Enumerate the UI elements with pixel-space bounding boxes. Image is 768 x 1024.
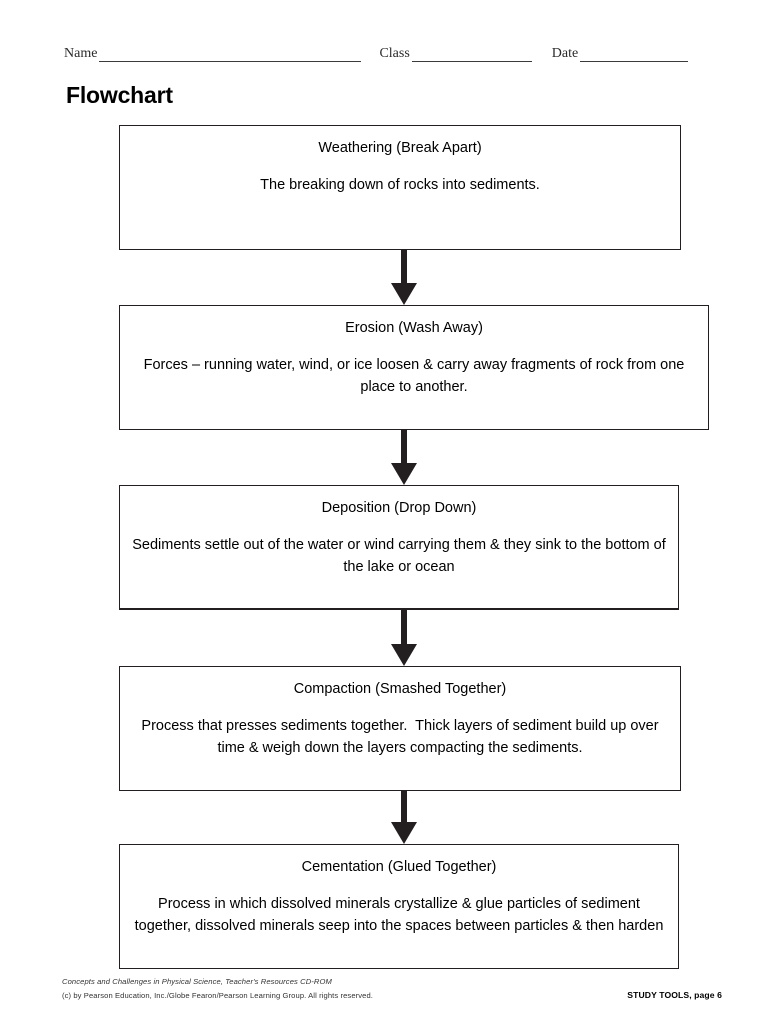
flow-node-body: Sediments settle out of the water or win…: [132, 537, 670, 575]
flow-node-title: Cementation (Glued Together): [301, 859, 497, 875]
flow-node: Compaction (Smashed Together) Process th…: [119, 666, 681, 791]
flow-node: Deposition (Drop Down) Sediments settle …: [119, 485, 679, 610]
down-arrow-icon: [391, 430, 417, 485]
arrow-shaft: [401, 430, 407, 463]
arrow-shaft: [401, 791, 407, 822]
name-label: Name: [64, 46, 98, 61]
page-footer: Concepts and Challenges in Physical Scie…: [62, 976, 722, 1002]
date-field[interactable]: Date: [551, 42, 689, 62]
flow-node-body: Forces – running water, wind, or ice loo…: [143, 357, 689, 395]
flow-node: Cementation (Glued Together) Process in …: [119, 844, 679, 969]
footer-page-label: STUDY TOOLS, page 6: [627, 990, 722, 1000]
class-field[interactable]: Class: [379, 42, 532, 62]
arrow-head: [391, 644, 417, 666]
date-label: Date: [551, 46, 579, 61]
page-title: Flowchart: [66, 82, 173, 108]
flow-node: Erosion (Wash Away) Forces – running wat…: [119, 305, 709, 430]
flow-node-title: Compaction (Smashed Together): [293, 681, 507, 697]
arrow-shaft: [401, 250, 407, 283]
name-write-line[interactable]: [99, 46, 362, 62]
down-arrow-icon: [391, 791, 417, 844]
class-write-line[interactable]: [411, 46, 532, 62]
flow-node-body: The breaking down of rocks into sediment…: [260, 177, 540, 193]
arrow-head: [391, 822, 417, 844]
flow-node-body: Process in which dissolved minerals crys…: [134, 896, 664, 934]
name-field[interactable]: Name: [64, 42, 362, 62]
class-label: Class: [379, 46, 410, 61]
down-arrow-icon: [391, 250, 417, 305]
date-write-line[interactable]: [580, 46, 689, 62]
worksheet-header: Name Class Date: [64, 40, 724, 62]
flow-node-body: Process that presses sediments together.…: [141, 718, 663, 756]
arrow-shaft: [401, 610, 407, 644]
flow-node-title: Weathering (Break Apart): [318, 140, 482, 156]
down-arrow-icon: [391, 610, 417, 666]
flow-node-title: Erosion (Wash Away): [345, 320, 483, 336]
flow-node-title: Deposition (Drop Down): [321, 500, 477, 516]
footer-copyright: (c) by Pearson Education, Inc./Globe Fea…: [62, 991, 374, 1000]
arrow-head: [391, 283, 417, 305]
arrow-head: [391, 463, 417, 485]
footer-credit: Concepts and Challenges in Physical Scie…: [62, 977, 332, 986]
footer-row: (c) by Pearson Education, Inc./Globe Fea…: [62, 990, 722, 1002]
flow-node: Weathering (Break Apart) The breaking do…: [119, 125, 681, 250]
